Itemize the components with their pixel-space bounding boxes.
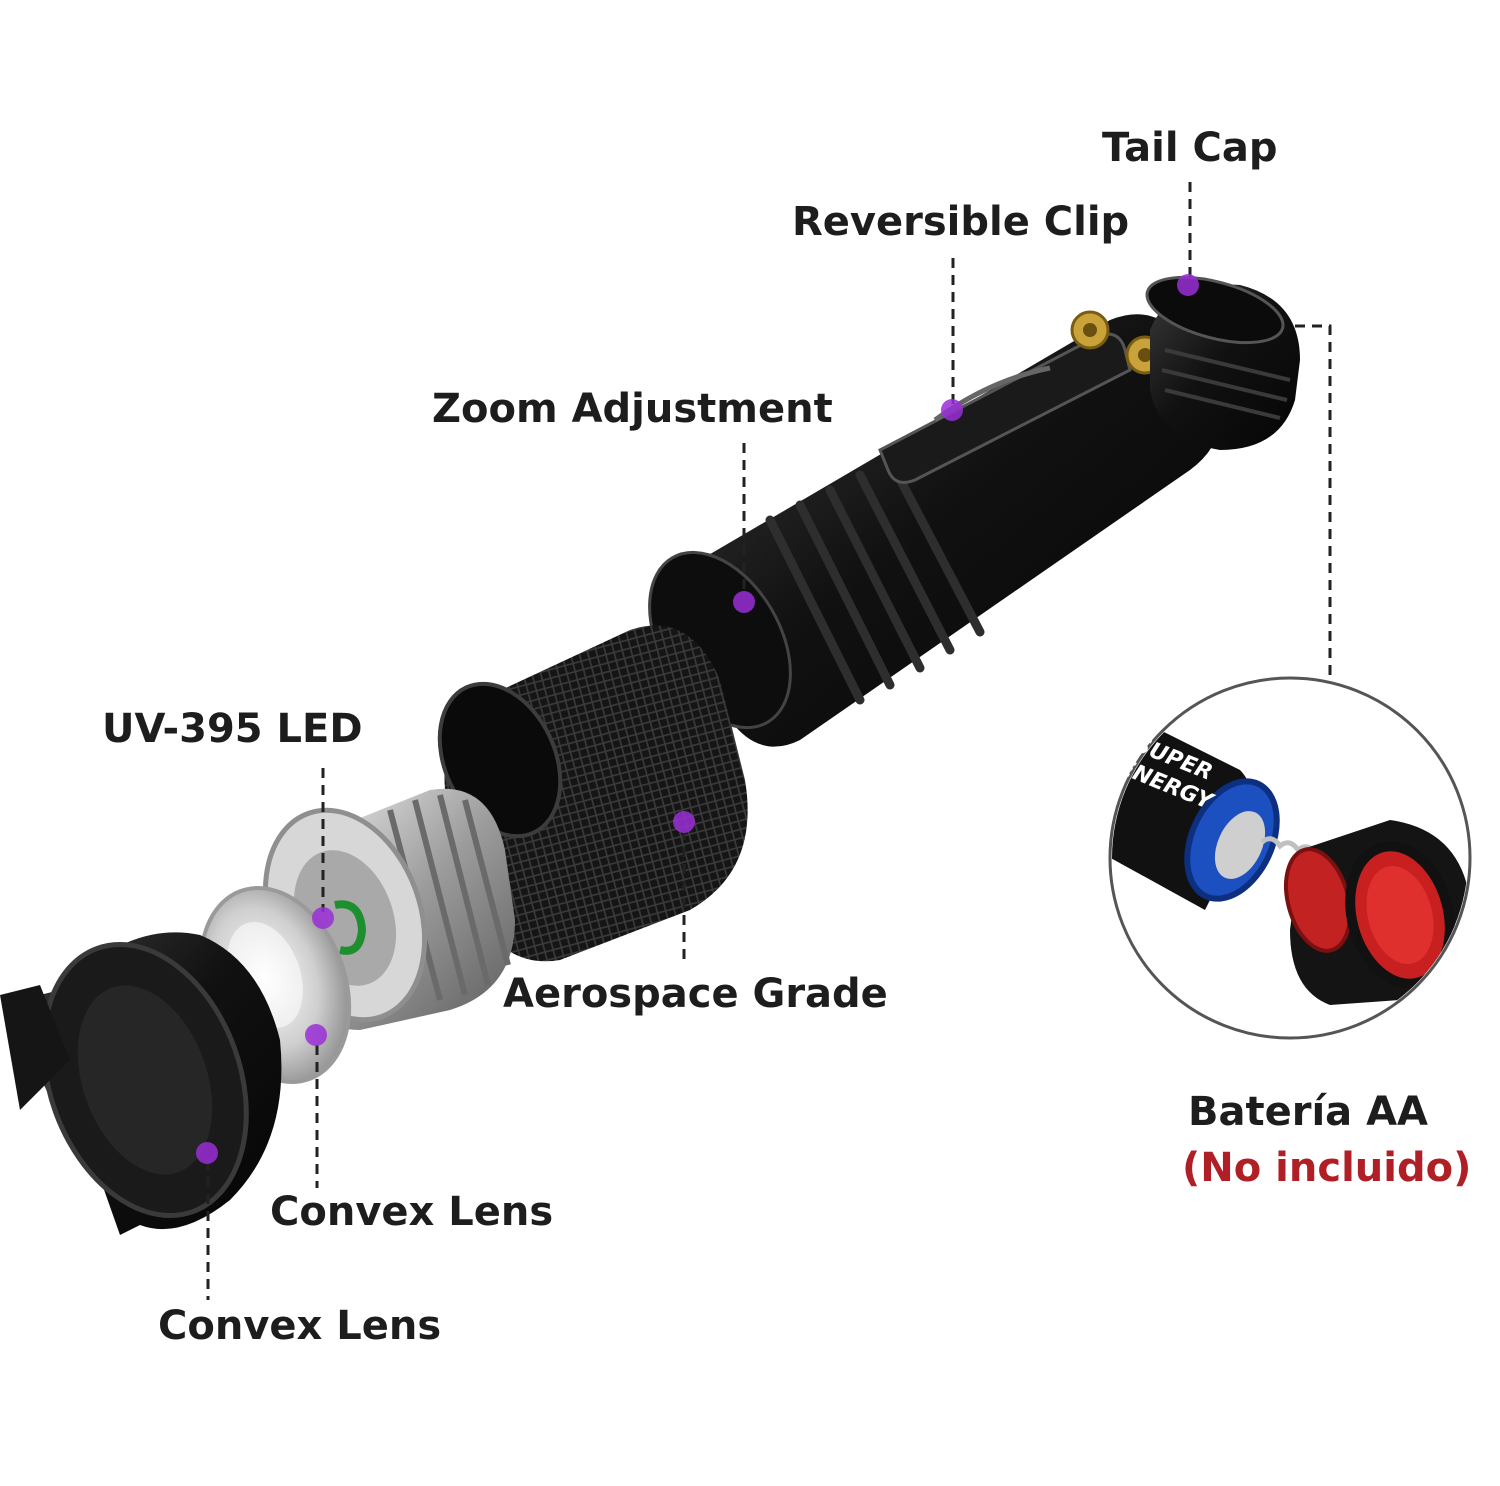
label-tail-cap: Tail Cap <box>1102 125 1278 171</box>
marker-reversible-clip <box>941 399 963 421</box>
label-convex-lens-outer: Convex Lens <box>158 1303 442 1349</box>
led-module-part <box>262 788 515 1030</box>
battery-inset: SUPER ENERGY <box>1108 676 1472 1040</box>
tail-cap-part <box>1145 275 1300 450</box>
label-zoom-adjustment: Zoom Adjustment <box>432 386 833 432</box>
marker-aerospace-grade <box>673 811 695 833</box>
marker-convex-lens-outer <box>196 1142 218 1164</box>
label-reversible-clip: Reversible Clip <box>792 199 1130 245</box>
marker-convex-lens-inner <box>305 1024 327 1046</box>
marker-uv-led <box>312 907 334 929</box>
marker-zoom-adjustment <box>733 591 755 613</box>
label-uv-led: UV-395 LED <box>102 706 363 752</box>
marker-tail-cap <box>1177 274 1199 296</box>
knurled-head-part <box>437 625 748 962</box>
callout-markers <box>196 274 1199 1164</box>
label-battery-note: (No incluido) <box>1182 1145 1472 1191</box>
label-convex-lens-inner: Convex Lens <box>270 1189 554 1235</box>
bezel-part <box>0 932 282 1235</box>
label-aerospace-grade: Aerospace Grade <box>503 971 888 1017</box>
label-battery: Batería AA <box>1188 1089 1428 1135</box>
leader-lines <box>206 182 1332 1300</box>
